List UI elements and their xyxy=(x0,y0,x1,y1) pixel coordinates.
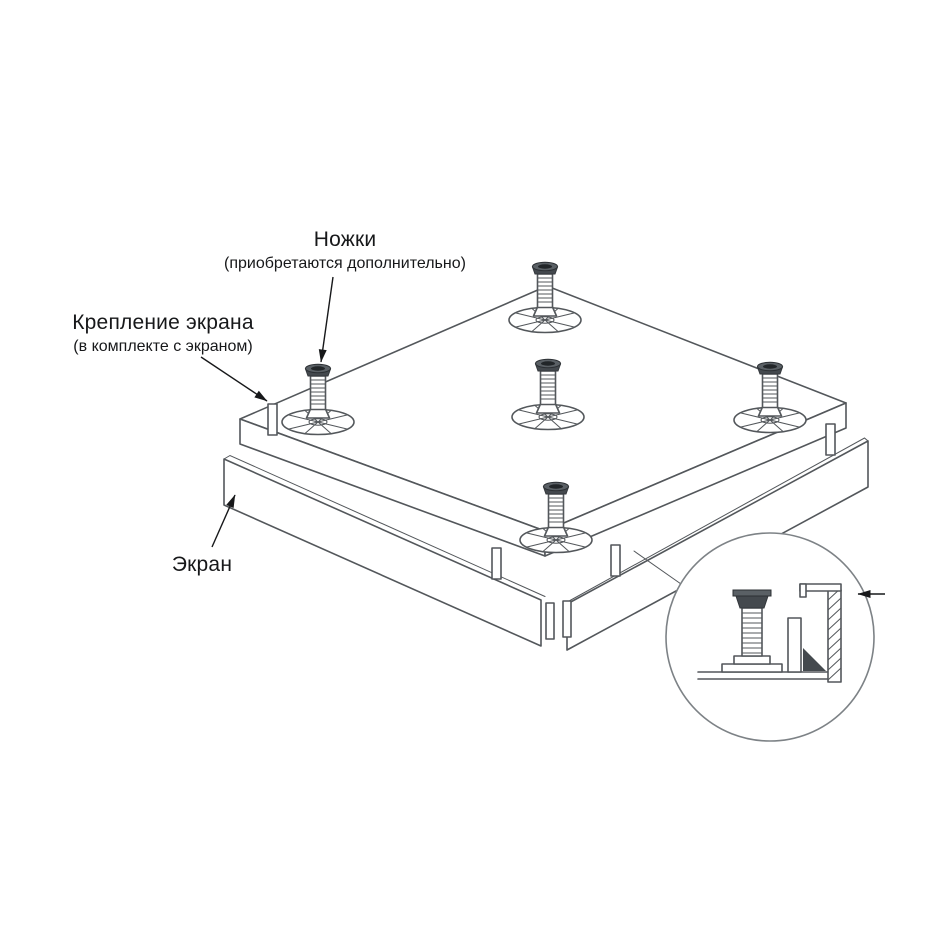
label-screen: Экран xyxy=(102,553,302,577)
annotation-arrows xyxy=(200,276,334,548)
screen-bracket-left-edge xyxy=(267,403,278,436)
screen-bracket-right-edge xyxy=(825,423,836,456)
screen-corner-tab-right xyxy=(562,600,572,638)
label-screen-title: Экран xyxy=(171,553,233,576)
screen-bracket-front-right xyxy=(610,544,621,577)
screen-mount-arrow xyxy=(200,356,268,402)
screen-arrow xyxy=(211,494,236,548)
feet-arrow xyxy=(318,276,334,363)
screen-corner-tabs xyxy=(545,600,572,640)
inset-brace xyxy=(803,648,826,671)
inset-leader-line xyxy=(633,550,682,585)
screen-panel-right-top-edge xyxy=(569,437,869,601)
screen-panel-left-face xyxy=(223,458,542,647)
label-screen-mount-title: Крепление экрана xyxy=(72,311,254,334)
screen-bracket-front-left xyxy=(491,547,502,580)
label-screen-mount: Крепление экрана (в комплекте с экраном) xyxy=(13,311,313,357)
label-feet: Ножки (приобретаются дополнительно) xyxy=(145,228,545,274)
screen-panel-left xyxy=(223,454,546,647)
screen-corner-tab-left xyxy=(545,602,555,640)
inset-screen-profile xyxy=(799,583,842,683)
label-feet-title: Ножки xyxy=(313,228,377,251)
detail-inset xyxy=(633,532,885,742)
inset-circle xyxy=(665,532,875,742)
inset-bracket xyxy=(787,617,802,673)
label-feet-subtitle: (приобретаются дополнительно) xyxy=(224,255,466,272)
inset-foot-section xyxy=(721,589,783,673)
screen-panel-left-top-edge xyxy=(223,454,546,597)
label-screen-mount-subtitle: (в комплекте с экраном) xyxy=(73,338,253,355)
